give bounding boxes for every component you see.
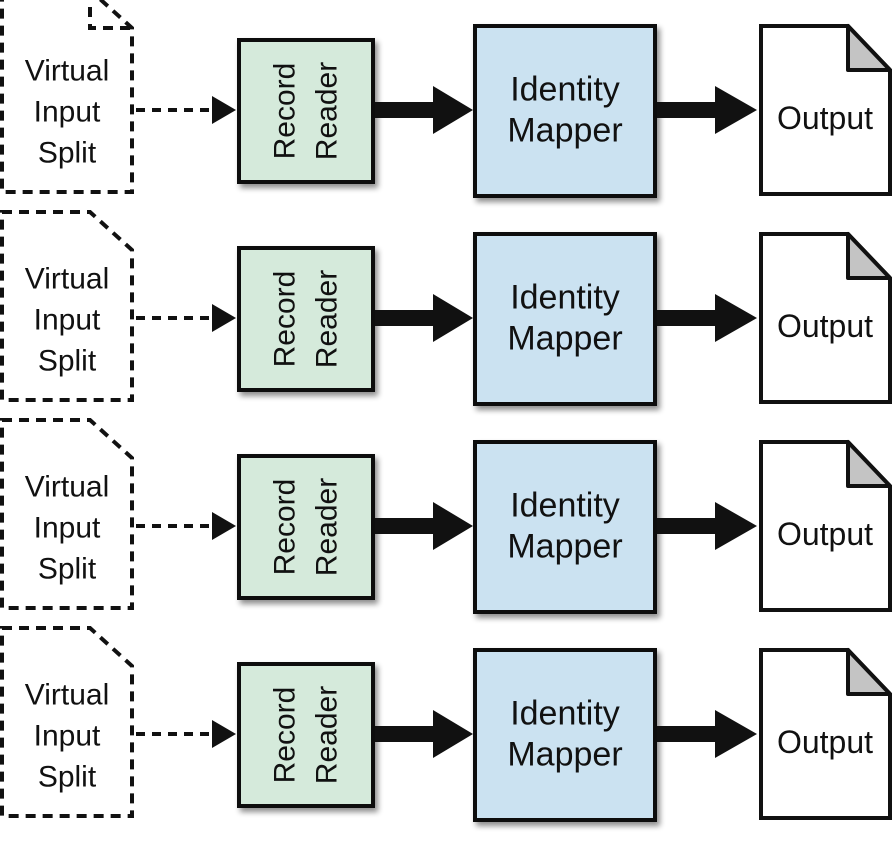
identity-mapper-rect	[473, 24, 657, 198]
record-reader-text: Record Reader	[269, 478, 344, 576]
arrow-shaft	[375, 102, 437, 118]
dashed-arrow-head	[212, 512, 236, 540]
identity-mapper-label: Mapper	[507, 736, 622, 774]
output-fold	[846, 648, 892, 696]
arrow-shaft	[657, 726, 719, 742]
record-reader-rect	[237, 662, 375, 808]
input-split-label: Virtual	[25, 55, 110, 88]
input-split-label: Split	[38, 137, 97, 170]
output-label: Output	[777, 100, 873, 136]
record-reader-label: Reader	[311, 686, 344, 784]
dashed-arrow-head	[212, 304, 236, 332]
record-reader-rect	[237, 246, 375, 392]
record-reader-label: Record	[269, 271, 302, 368]
input-split-outline	[0, 0, 134, 194]
record-reader-label: Record	[269, 687, 302, 784]
identity-mapper-rect	[473, 648, 657, 822]
record-reader-rect	[237, 38, 375, 184]
record-reader-label: Record	[269, 63, 302, 160]
input-split-label: Virtual	[25, 263, 110, 296]
identity-mapper-rect	[473, 232, 657, 406]
arrow-shaft	[657, 102, 719, 118]
identity-mapper-label: Mapper	[507, 320, 622, 358]
input-split-outline	[0, 210, 134, 402]
arrow-head	[715, 502, 757, 550]
record-reader-box: Record Reader	[237, 454, 375, 600]
identity-mapper-label: Mapper	[507, 112, 622, 150]
output-fold	[846, 440, 892, 488]
arrow-shaft	[375, 310, 437, 326]
output-fold	[846, 24, 892, 72]
record-reader-label: Reader	[311, 270, 344, 368]
dashed-arrow-head	[212, 96, 236, 124]
arrow-head	[715, 86, 757, 134]
input-split-label: Split	[38, 345, 97, 378]
output-label: Output	[777, 516, 873, 552]
input-split-label: Input	[34, 512, 101, 545]
arrow-shaft	[657, 310, 719, 326]
arrow-head	[433, 86, 473, 134]
identity-mapper-label: Identity	[510, 695, 620, 733]
record-reader-text: Record Reader	[269, 270, 344, 368]
arrow-head	[715, 294, 757, 342]
arrow-shaft	[657, 518, 719, 534]
output-document: Output	[759, 232, 892, 404]
arrow-head	[433, 710, 473, 758]
record-reader-label: Record	[269, 479, 302, 576]
input-split-label: Virtual	[25, 679, 110, 712]
arrow-head	[715, 710, 757, 758]
input-split-label: Split	[38, 553, 97, 586]
input-split-fold	[88, 0, 132, 30]
identity-mapper-label: Mapper	[507, 528, 622, 566]
output-label: Output	[777, 308, 873, 344]
input-split-label: Input	[34, 304, 101, 337]
record-reader-text: Record Reader	[269, 686, 344, 784]
input-split-outline	[0, 626, 134, 818]
record-reader-box: Record Reader	[237, 246, 375, 392]
identity-mapper-label: Identity	[510, 279, 620, 317]
output-document: Output	[759, 648, 892, 820]
input-split-label: Input	[34, 96, 101, 129]
output-document: Output	[759, 24, 892, 196]
arrow-head	[433, 502, 473, 550]
record-reader-label: Reader	[311, 62, 344, 160]
input-split-label: Virtual	[25, 471, 110, 504]
input-split-label: Split	[38, 761, 97, 794]
record-reader-box: Record Reader	[237, 662, 375, 808]
output-document: Output	[759, 440, 892, 612]
output-label: Output	[777, 724, 873, 760]
record-reader-box: Record Reader	[237, 38, 375, 184]
dashed-arrow-head	[212, 720, 236, 748]
record-reader-text: Record Reader	[269, 62, 344, 160]
input-split-outline	[0, 418, 134, 610]
input-split-label: Input	[34, 720, 101, 753]
output-fold	[846, 232, 892, 280]
identity-mapper-label: Identity	[510, 71, 620, 109]
record-reader-rect	[237, 454, 375, 600]
record-reader-label: Reader	[311, 478, 344, 576]
identity-mapper-label: Identity	[510, 487, 620, 525]
identity-mapper-rect	[473, 440, 657, 614]
arrow-head	[433, 294, 473, 342]
arrow-shaft	[375, 518, 437, 534]
arrow-shaft	[375, 726, 437, 742]
